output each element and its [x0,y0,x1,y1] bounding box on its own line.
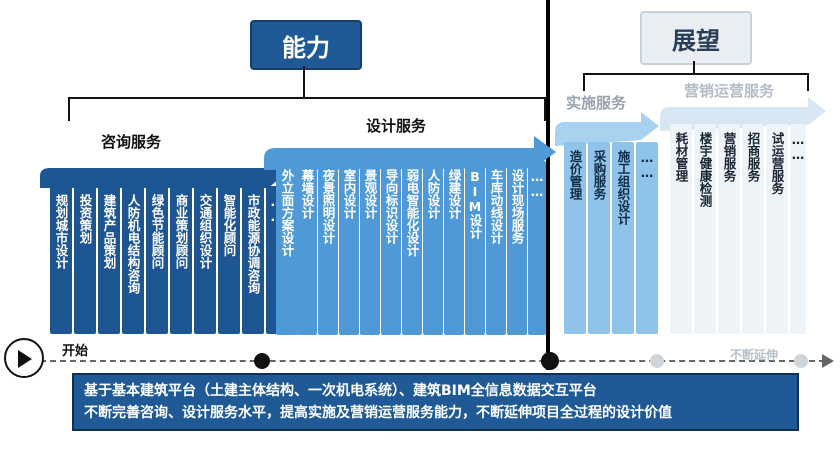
design-item-more: …… [528,161,546,335]
design-item: 外立面方案设计 [276,161,298,335]
milestone-dot [650,354,664,368]
marketing-item: 招商服务 [742,124,764,334]
marketing-item: 楼宇健康检测 [694,124,716,334]
design-item: 夜景照明设计 [318,161,338,335]
marketing-item-more: …… [790,124,806,334]
marketing-arrow [660,97,826,131]
consulting-item: 商业策划顾问 [170,186,192,334]
design-item: 设计现场服务 [507,161,527,335]
consulting-item: 建筑产品策划 [98,186,120,334]
phase-divider [546,0,550,370]
marketing-item: 营销服务 [718,124,740,334]
design-item: 幕墙设计 [297,161,317,335]
summary-line-1: 基于基本建筑平台（土建主体结构、一次机电系统）、建筑BIM全信息数据交互平台 [84,383,597,399]
play-icon [18,350,32,368]
section-label-marketing: 营销运营服务 [684,82,775,100]
design-item: 室内设计 [339,161,359,335]
milestone-dot [794,354,808,368]
implementation-arrow [555,112,659,146]
implementation-item-more: …… [636,142,658,334]
marketing-item: 耗材管理 [670,124,692,334]
design-item: 车库动线设计 [486,161,506,335]
consulting-item: 规划城市设计 [50,186,72,334]
design-item: 景观设计 [360,161,380,335]
design-item: BIM设计 [465,161,485,335]
title-ability: 能力 [250,20,362,70]
implementation-item: 采购服务 [588,142,610,334]
timeline-line [40,360,825,362]
outlook-bracket-stem [693,61,695,75]
ability-bracket [68,97,546,121]
milestone-dot [254,353,270,369]
section-label-implementation: 实施服务 [566,94,627,112]
consulting-arrow [40,156,288,188]
consulting-item: 绿色节能顾问 [146,186,168,334]
section-label-design: 设计服务 [366,117,427,135]
consulting-item: 市政能源协调咨询 [242,186,264,334]
consulting-item: 交通组织设计 [194,186,216,334]
consulting-item: 智能化顾问 [218,186,240,334]
design-item: 绿建设计 [444,161,464,335]
outlook-bracket [583,73,809,91]
timeline-arrowhead [822,354,834,368]
design-item: 人防设计 [423,161,443,335]
timeline-start-label: 开始 [62,344,89,359]
title-outlook: 展望 [640,11,752,65]
design-item: 弱电智能化设计 [402,161,422,335]
summary-line-2: 不断完善咨询、设计服务水平，提高实施及营销运营服务能力，不断延伸项目全过程的设计… [84,405,672,421]
consulting-item: 投资策划 [74,186,96,334]
timeline-end-label: 不断延伸 [730,348,779,362]
consulting-item: 人防机电结构咨询 [122,186,144,334]
section-label-consulting: 咨询服务 [101,133,162,151]
implementation-item: 施工组织设计 [612,142,634,334]
ability-bracket-stem [303,66,305,98]
milestone-dot [541,352,559,370]
implementation-item: 造价管理 [564,142,586,334]
marketing-item: 试运营服务 [766,124,788,334]
design-item: 导向标识设计 [381,161,401,335]
summary-box: 基于基本建筑平台（土建主体结构、一次机电系统）、建筑BIM全信息数据交互平台 不… [72,373,799,431]
